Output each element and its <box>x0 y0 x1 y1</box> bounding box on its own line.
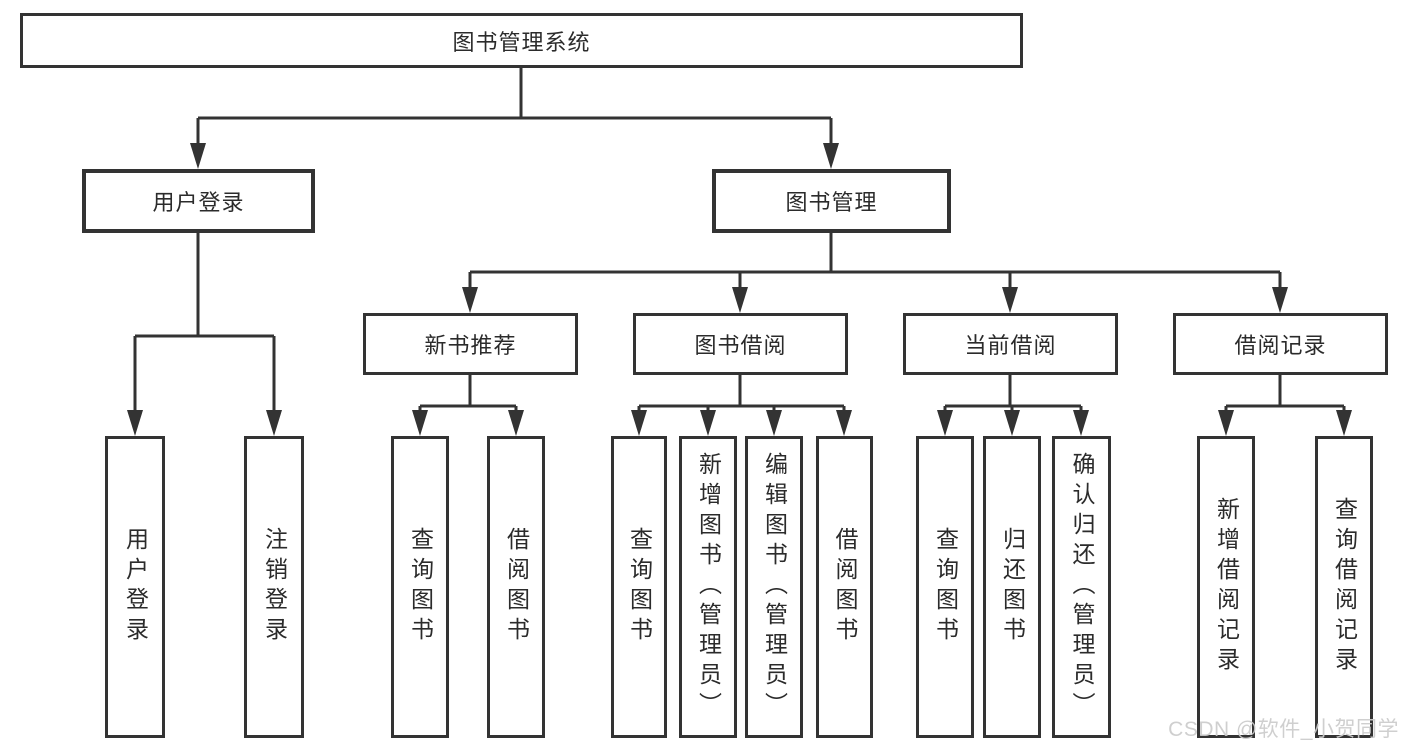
leaf-logout-label: 注销登录 <box>261 527 288 647</box>
node-book-mgmt: 图书管理 <box>712 169 951 233</box>
connector-new-book-rec-to-leaves <box>412 375 524 436</box>
leaf-borrow-book-rec-label: 借阅图书 <box>503 527 530 647</box>
leaf-logout: 注销登录 <box>244 436 304 738</box>
leaf-query-book-current-label: 查询图书 <box>932 527 959 647</box>
leaf-add-book-label: 新增图书（管理员） <box>695 452 722 722</box>
node-user-login: 用户登录 <box>82 169 315 233</box>
arrowhead <box>1073 410 1089 436</box>
node-book-mgmt-label: 图书管理 <box>785 190 878 215</box>
leaf-add-record: 新增借阅记录 <box>1197 436 1255 738</box>
leaf-confirm-return: 确认归还（管理员） <box>1052 436 1111 738</box>
leaf-return-book-label: 归还图书 <box>999 527 1026 647</box>
arrowhead <box>937 410 953 436</box>
leaf-query-book-borrow: 查询图书 <box>611 436 667 738</box>
leaf-return-book: 归还图书 <box>983 436 1041 738</box>
connector-borrow-record-to-leaves <box>1218 375 1352 436</box>
csdn-watermark: CSDN @软件_小贺同学 <box>1168 718 1399 741</box>
arrowhead <box>1336 410 1352 436</box>
leaf-user-login: 用户登录 <box>105 436 165 738</box>
arrowhead <box>462 287 478 313</box>
arrowhead <box>1272 287 1288 313</box>
leaf-borrow-book-borrow: 借阅图书 <box>816 436 873 738</box>
node-root: 图书管理系统 <box>20 13 1023 68</box>
arrowhead <box>823 143 839 169</box>
node-user-login-label: 用户登录 <box>152 190 245 215</box>
node-borrow-record: 借阅记录 <box>1173 313 1388 375</box>
node-new-book-rec-label: 新书推荐 <box>424 333 517 358</box>
connector-book-borrow-to-leaves <box>631 375 852 436</box>
connector-book-mgmt-to-level3 <box>462 233 1288 313</box>
leaf-user-login-label: 用户登录 <box>122 527 149 647</box>
arrowhead <box>1004 410 1020 436</box>
arrowhead <box>412 410 428 436</box>
leaf-add-record-label: 新增借阅记录 <box>1213 497 1240 677</box>
connector-root-to-level2 <box>190 68 839 169</box>
arrowhead <box>266 410 282 436</box>
arrowhead <box>508 410 524 436</box>
arrowhead <box>1002 287 1018 313</box>
arrowhead <box>1218 410 1234 436</box>
arrowhead <box>732 287 748 313</box>
node-root-label: 图书管理系统 <box>452 29 591 55</box>
arrowhead <box>700 410 716 436</box>
node-new-book-rec: 新书推荐 <box>363 313 578 375</box>
leaf-add-book: 新增图书（管理员） <box>679 436 737 738</box>
arrowhead <box>766 410 782 436</box>
arrowhead <box>190 143 206 169</box>
leaf-query-book-current: 查询图书 <box>916 436 974 738</box>
leaf-query-book-rec: 查询图书 <box>391 436 449 738</box>
arrowhead <box>631 410 647 436</box>
leaf-borrow-book-rec: 借阅图书 <box>487 436 545 738</box>
leaf-edit-book: 编辑图书（管理员） <box>745 436 803 738</box>
arrowhead <box>836 410 852 436</box>
leaf-borrow-book-borrow-label: 借阅图书 <box>832 527 858 647</box>
leaf-query-book-borrow-label: 查询图书 <box>626 527 653 647</box>
node-book-borrow-label: 图书借阅 <box>694 333 787 358</box>
node-borrow-record-label: 借阅记录 <box>1234 333 1327 358</box>
leaf-confirm-return-label: 确认归还（管理员） <box>1069 452 1095 722</box>
connector-current-borrow-to-leaves <box>937 375 1089 436</box>
leaf-query-record-label: 查询借阅记录 <box>1331 497 1358 677</box>
connector-user-login-to-leaves <box>127 233 282 436</box>
leaf-edit-book-label: 编辑图书（管理员） <box>761 452 788 722</box>
node-current-borrow: 当前借阅 <box>903 313 1118 375</box>
leaf-query-book-rec-label: 查询图书 <box>407 527 434 647</box>
leaf-query-record: 查询借阅记录 <box>1315 436 1373 738</box>
node-current-borrow-label: 当前借阅 <box>964 333 1057 358</box>
node-book-borrow: 图书借阅 <box>633 313 848 375</box>
arrowhead <box>127 410 143 436</box>
